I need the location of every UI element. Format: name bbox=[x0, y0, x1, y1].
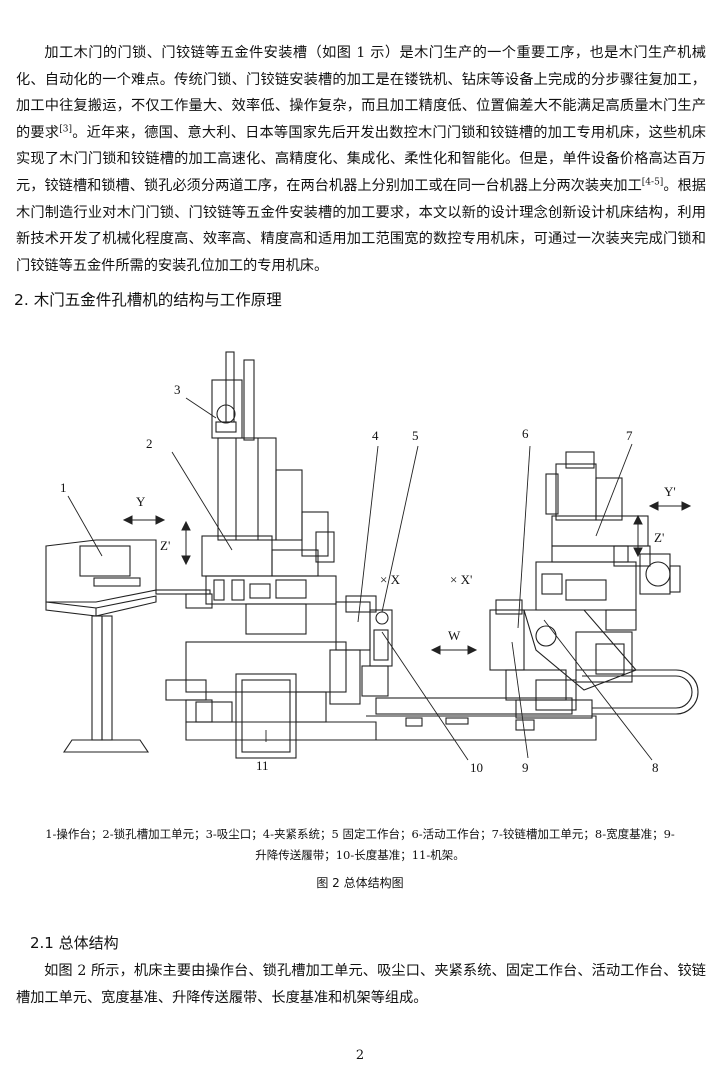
figure-title: 图 2 总体结构图 bbox=[316, 876, 404, 890]
axis-x-prime-label: × X' bbox=[450, 572, 472, 587]
section-2-1-heading: 2.1 总体结构 bbox=[30, 934, 119, 952]
intro-text-part2: 。近年来，德国、意大利、日本等国家先后开发出数控木门门锁和铰链槽的加工专用机床，… bbox=[16, 124, 706, 194]
axis-z-right-label: Z' bbox=[654, 530, 664, 545]
axis-x-label: × X bbox=[380, 572, 401, 587]
citation-3[interactable]: [3] bbox=[59, 124, 72, 135]
conveyor-track bbox=[576, 669, 699, 715]
label-10: 10 bbox=[470, 760, 483, 775]
axis-y-label: Y bbox=[136, 494, 146, 509]
caption-line-2: 升降传送履带；10-长度基准；11-机架。 bbox=[255, 848, 465, 862]
label-1: 1 bbox=[60, 480, 67, 495]
label-11: 11 bbox=[256, 758, 269, 773]
label-4: 4 bbox=[372, 428, 379, 443]
console-screen-frame bbox=[45, 539, 157, 603]
axis-y-prime-label: Y' bbox=[664, 484, 676, 499]
section-2-1-paragraph: 如图 2 所示，机床主要由操作台、锁孔槽加工单元、吸尘口、夹紧系统、固定工作台、… bbox=[16, 958, 706, 1011]
intro-text-part1: 加工木门的门锁、门铰链等五金件安装槽（如图 1 示）是木门生产的一个重要工序，也… bbox=[16, 45, 706, 141]
frame-body bbox=[235, 673, 297, 759]
section-2-heading: 2. 木门五金件孔槽机的结构与工作原理 bbox=[14, 291, 282, 309]
intro-paragraph: 加工木门的门锁、门铰链等五金件安装槽（如图 1 示）是木门生产的一个重要工序，也… bbox=[16, 40, 706, 279]
label-2: 2 bbox=[146, 436, 153, 451]
label-6: 6 bbox=[522, 426, 529, 441]
console-screen bbox=[79, 545, 131, 577]
label-3: 3 bbox=[174, 382, 181, 397]
label-7: 7 bbox=[626, 428, 633, 443]
machine-drawing: 1 2 3 4 5 6 7 8 9 10 11 Y Z' × X × X' W … bbox=[45, 351, 699, 775]
intro-text-part3: 。根据木门制造行业对木门门锁、门铰链等五金件安装槽的加工要求，本文以新的设计理念… bbox=[16, 177, 706, 274]
page-number: 2 bbox=[355, 1048, 365, 1063]
figure-caption: 1-操作台；2-锁孔槽加工单元；3-吸尘口；4-夹紧系统；5 固定工作台；6-活… bbox=[14, 824, 706, 866]
label-5: 5 bbox=[412, 428, 419, 443]
caption-line-1: 1-操作台；2-锁孔槽加工单元；3-吸尘口；4-夹紧系统；5 固定工作台；6-活… bbox=[45, 827, 675, 841]
section-2-1-text: 如图 2 所示，机床主要由操作台、锁孔槽加工单元、吸尘口、夹紧系统、固定工作台、… bbox=[16, 963, 706, 1006]
machine-structure-figure: 1 2 3 4 5 6 7 8 9 10 11 Y Z' × X × X' W … bbox=[36, 340, 716, 800]
lock-unit-block bbox=[201, 535, 273, 577]
axis-w-label: W bbox=[448, 628, 461, 643]
axis-z-left-label: Z' bbox=[160, 538, 170, 553]
citation-4-5[interactable]: [4-5] bbox=[641, 177, 664, 188]
label-9: 9 bbox=[522, 760, 529, 775]
base-rail bbox=[375, 697, 573, 715]
label-8: 8 bbox=[652, 760, 659, 775]
